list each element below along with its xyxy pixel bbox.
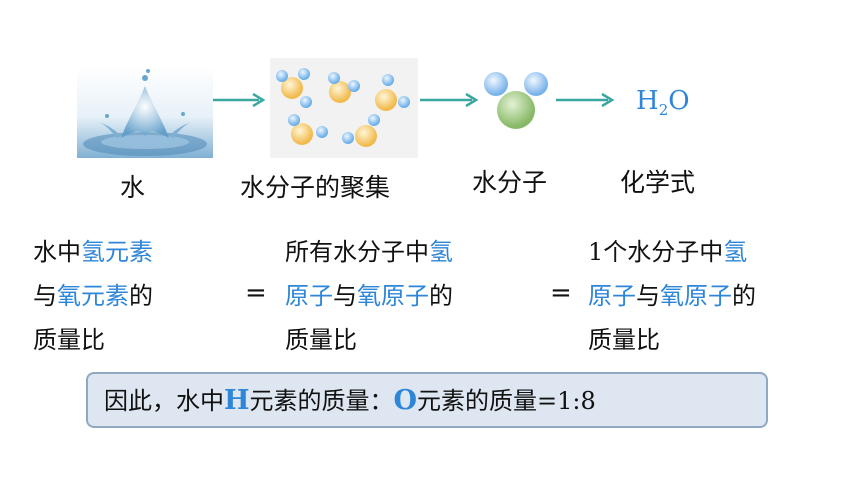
- column-element-mass-ratio: 水中氢元素 与氧元素的 质量比: [33, 230, 153, 362]
- conclusion-part: 因此，水中: [104, 387, 224, 415]
- formula-h: H: [636, 86, 659, 116]
- chemical-formula: H2O: [636, 86, 690, 119]
- conclusion-part: 元素的质量：: [249, 387, 394, 415]
- col1-text: 水中: [33, 238, 81, 266]
- water-molecules-aggregate-image: [270, 58, 418, 158]
- col3-line3: 质量比: [588, 326, 660, 354]
- col3-hydrogen: 氢: [723, 238, 748, 266]
- label-chemical-formula: 化学式: [620, 168, 696, 197]
- conclusion-box: 因此，水中H元素的质量：O元素的质量=1:8: [86, 372, 768, 428]
- col1-hydrogen-element: 氢元素: [81, 238, 153, 266]
- col3-text: 与: [636, 282, 660, 310]
- label-molecule-aggregate: 水分子的聚集: [240, 173, 391, 202]
- col2-text: 所有水分子中: [285, 238, 429, 266]
- col3-number: 1: [588, 238, 604, 266]
- water-molecule-icon: [480, 68, 556, 134]
- col2-text: 的: [429, 282, 453, 310]
- col1-oxygen-element: 氧元素: [57, 282, 129, 310]
- arrow-2: [420, 92, 482, 112]
- conclusion-part: 元素的质量: [417, 387, 538, 415]
- col2-hydrogen: 氢: [429, 238, 453, 266]
- column-one-molecule-ratio: 1个水分子中氢 原子与氧原子的 质量比: [588, 230, 756, 362]
- col3-oxygen-atom: 氧原子: [660, 282, 732, 310]
- col1-text: 与: [33, 282, 57, 310]
- arrow-1: [213, 92, 269, 112]
- col3-line2: 原子与氧原子的: [588, 274, 756, 318]
- column-all-molecules-ratio: 所有水分子中氢 原子与氧原子的 质量比: [285, 230, 453, 362]
- col3-text: 的: [732, 282, 756, 310]
- oxygen-symbol: O: [393, 385, 418, 416]
- col2-line2: 原子与氧原子的: [285, 274, 453, 318]
- col1-line1: 水中氢元素: [33, 230, 153, 274]
- label-water-molecule: 水分子: [472, 168, 548, 197]
- col3-text: 个水分子中: [603, 238, 724, 266]
- equals-sign-1: =: [245, 278, 267, 308]
- conclusion-text: 因此，水中H元素的质量：O元素的质量=1:8: [104, 374, 596, 428]
- col3-line1: 1个水分子中氢: [588, 230, 756, 274]
- formula-o: O: [668, 86, 690, 116]
- col3-atom: 原子: [588, 282, 636, 310]
- col2-atom: 原子: [285, 282, 333, 310]
- label-water: 水: [120, 173, 146, 202]
- formula-subscript: 2: [658, 101, 669, 120]
- col1-line3: 质量比: [33, 326, 105, 354]
- col2-line1: 所有水分子中氢: [285, 230, 453, 274]
- hydrogen-symbol: H: [224, 385, 250, 416]
- water-splash-image: [77, 66, 213, 158]
- col2-text: 与: [333, 282, 357, 310]
- col2-oxygen-atom: 氧原子: [357, 282, 429, 310]
- col1-text: 的: [129, 282, 153, 310]
- col1-line2: 与氧元素的: [33, 274, 153, 318]
- arrow-3: [556, 92, 618, 112]
- equals-sign-2: =: [550, 278, 572, 308]
- mass-ratio: =1:8: [537, 387, 596, 415]
- col2-line3: 质量比: [285, 326, 357, 354]
